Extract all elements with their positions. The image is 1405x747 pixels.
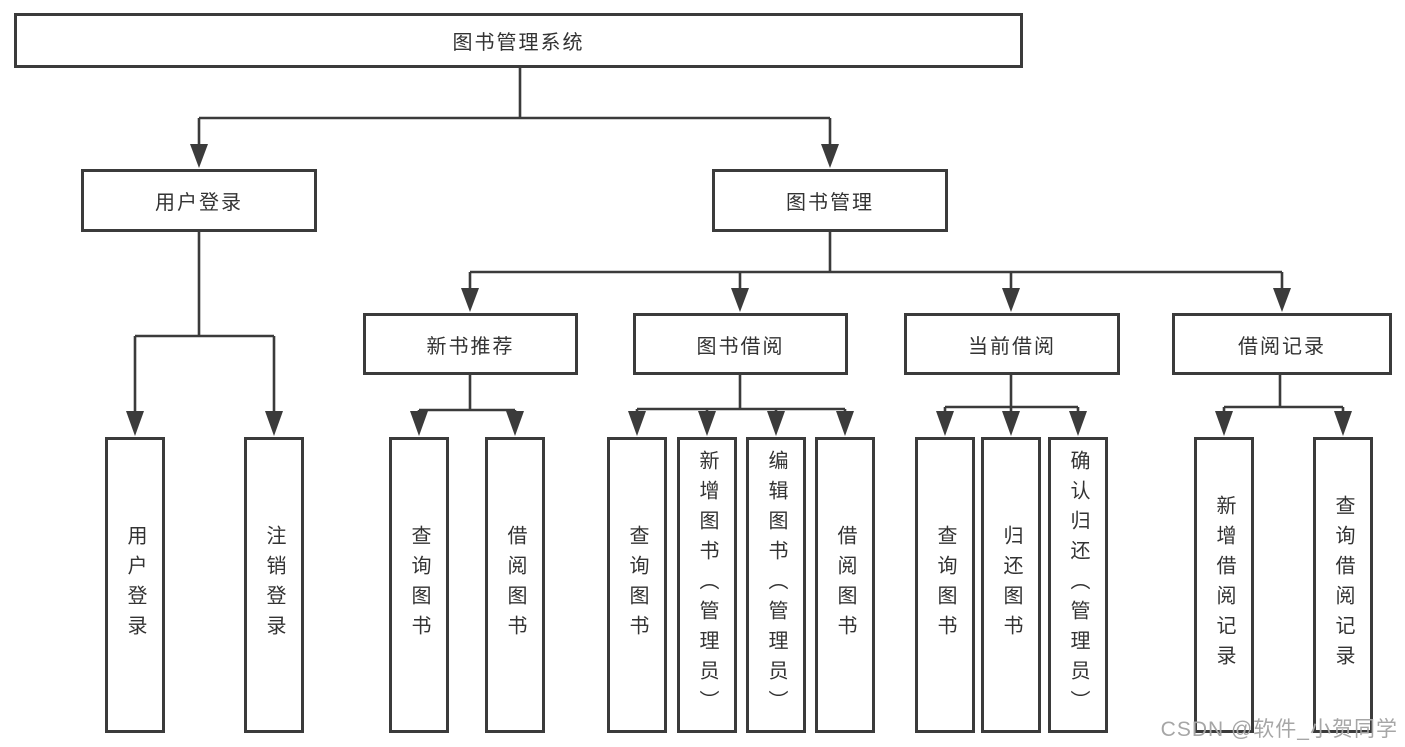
leaf-logout: 注销登录	[244, 437, 304, 733]
node-user-login: 用户登录	[81, 169, 317, 232]
node-new-book-recommend-label: 新书推荐	[426, 335, 515, 358]
leaf-logout-label: 注销登录	[263, 525, 285, 645]
leaf-add-borrow-record-label: 新增借阅记录	[1213, 495, 1235, 675]
leaf-query-books-current-label: 查询图书	[934, 525, 956, 645]
leaf-query-books-borrow-label: 查询图书	[626, 525, 648, 645]
leaf-borrow-books-recommend-label: 借阅图书	[504, 525, 526, 645]
leaf-query-books-current: 查询图书	[915, 437, 975, 733]
arrowhead-icons	[126, 144, 1352, 436]
leaf-add-borrow-record: 新增借阅记录	[1194, 437, 1254, 733]
leaf-add-book-admin-label: 新增图书（管理员）	[696, 450, 718, 720]
node-book-management-label: 图书管理	[786, 192, 874, 214]
csdn-watermark: CSDN @软件_小贺同学	[1160, 718, 1398, 741]
leaf-borrow-book-label: 借阅图书	[834, 525, 856, 645]
leaf-borrow-book: 借阅图书	[815, 437, 875, 733]
leaf-return-book: 归还图书	[981, 437, 1041, 733]
node-root-label: 图书管理系统	[452, 32, 585, 54]
node-book-management: 图书管理	[712, 169, 948, 232]
leaf-edit-book-admin: 编辑图书（管理员）	[746, 437, 806, 733]
leaf-query-books-recommend: 查询图书	[389, 437, 449, 733]
node-book-borrow-label: 图书借阅	[696, 335, 785, 358]
node-current-borrow-label: 当前借阅	[968, 335, 1056, 358]
leaf-query-borrow-record-label: 查询借阅记录	[1332, 495, 1354, 675]
leaf-borrow-books-recommend: 借阅图书	[485, 437, 545, 733]
leaf-user-login: 用户登录	[105, 437, 165, 733]
leaf-confirm-return-admin: 确认归还（管理员）	[1048, 437, 1108, 733]
leaf-edit-book-admin-label: 编辑图书（管理员）	[765, 450, 787, 720]
leaf-query-borrow-record: 查询借阅记录	[1313, 437, 1373, 733]
node-current-borrow: 当前借阅	[904, 313, 1120, 375]
leaf-query-books-borrow: 查询图书	[607, 437, 667, 733]
leaf-confirm-return-admin-label: 确认归还（管理员）	[1067, 450, 1089, 720]
leaf-add-book-admin: 新增图书（管理员）	[677, 437, 737, 733]
node-borrow-records: 借阅记录	[1172, 313, 1392, 375]
node-new-book-recommend: 新书推荐	[363, 313, 578, 375]
leaf-user-login-label: 用户登录	[124, 525, 146, 645]
node-borrow-records-label: 借阅记录	[1238, 335, 1326, 358]
leaf-query-books-recommend-label: 查询图书	[408, 525, 430, 645]
leaf-return-book-label: 归还图书	[1000, 525, 1022, 645]
node-book-borrow: 图书借阅	[633, 313, 848, 375]
node-user-login-label: 用户登录	[155, 192, 243, 214]
node-root-system: 图书管理系统	[14, 13, 1023, 68]
